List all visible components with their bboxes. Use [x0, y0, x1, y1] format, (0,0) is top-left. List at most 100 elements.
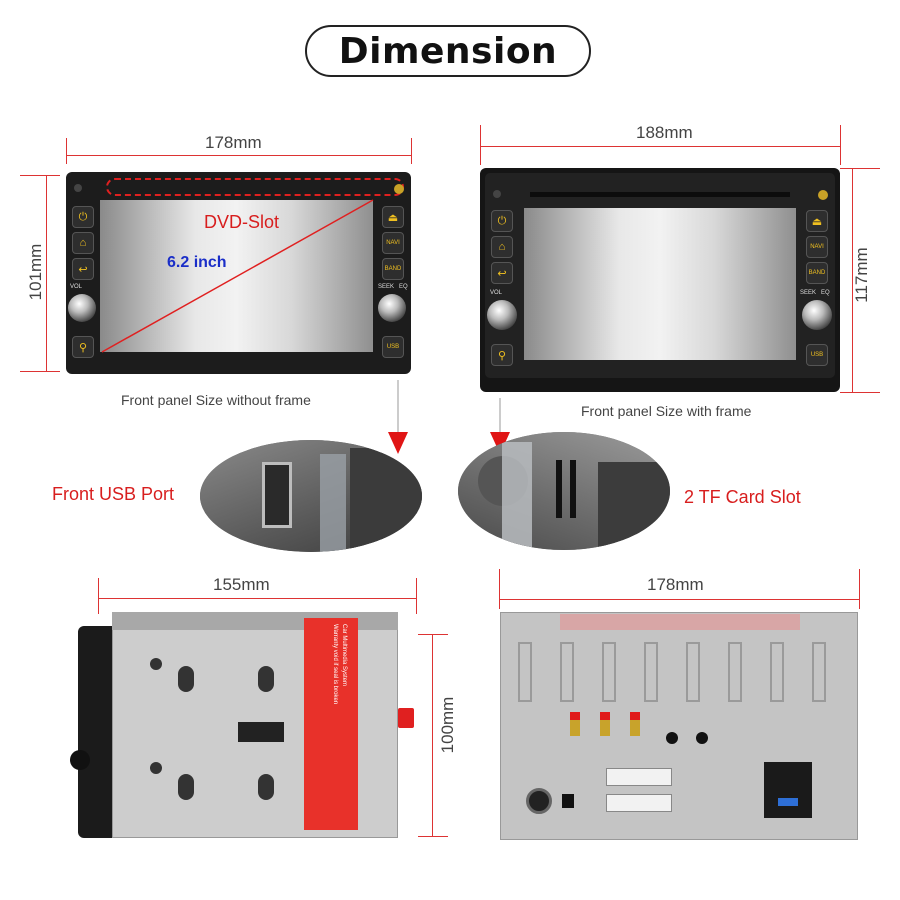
rca-connector-icon — [600, 712, 610, 736]
width-label-top-left: 178mm — [205, 133, 262, 152]
tf-card-slot-detail — [458, 432, 670, 550]
dvd-slot — [530, 192, 790, 197]
power-button[interactable]: ⏻ — [491, 210, 513, 232]
home-button[interactable]: ⌂ — [72, 232, 94, 254]
rear-view-unit — [500, 612, 858, 840]
mount-slot-icon — [178, 666, 194, 692]
panel-edge — [598, 462, 670, 550]
navi-button[interactable]: NAVI — [382, 232, 404, 254]
volume-knob[interactable] — [68, 294, 96, 322]
rear-vent-icon — [812, 642, 826, 702]
navi-button[interactable]: NAVI — [806, 236, 828, 258]
dvd-slot-label: DVD-Slot — [204, 212, 280, 232]
diagonal-line — [101, 199, 374, 353]
height-label-bottom-left: 100mm — [438, 696, 457, 754]
mount-hole-icon — [150, 762, 162, 774]
width-tick-left — [499, 569, 500, 609]
band-button[interactable]: BAND — [382, 258, 404, 280]
width-tick-left — [480, 125, 481, 165]
front-usb-port-label: Front USB Port — [52, 484, 175, 504]
eject-hole-icon — [818, 190, 828, 200]
rear-vent-icon — [728, 642, 742, 702]
vol-label: VOL — [490, 290, 503, 296]
mic-icon — [493, 190, 501, 198]
screen — [524, 208, 796, 360]
seek-label: SEEK — [378, 284, 395, 290]
port-hole-icon — [696, 732, 708, 744]
rear-vent-icon — [644, 642, 658, 702]
usb-port-detail — [200, 440, 422, 552]
height-tick-top — [840, 168, 880, 169]
height-tick-bottom — [20, 371, 60, 372]
front-bezel — [78, 626, 114, 838]
mount-slot-icon — [258, 774, 274, 800]
tf-slot-2-icon — [570, 460, 576, 518]
height-tick-top — [20, 175, 60, 176]
width-label-bottom-right: 178mm — [647, 575, 704, 594]
eject-button[interactable]: ⏏ — [806, 210, 828, 232]
eq-label: EQ — [399, 284, 408, 290]
height-line-bottom-left — [432, 634, 433, 836]
red-bolt-icon — [398, 708, 414, 728]
width-tick-left — [66, 138, 67, 164]
eject-hole-icon — [394, 184, 404, 194]
width-line-top-left — [66, 155, 411, 156]
side-view-unit: Car Multimedia System Warranty void if s… — [70, 612, 418, 840]
width-tick-right — [840, 125, 841, 165]
rear-vent-icon — [602, 642, 616, 702]
top-strip — [560, 614, 800, 630]
mount-slot-icon — [258, 666, 274, 692]
tf-slot-1-icon — [556, 460, 562, 518]
port-hole-icon — [666, 732, 678, 744]
height-label-top-left: 101mm — [26, 243, 45, 301]
height-line-top-right — [852, 168, 853, 392]
mic-icon — [74, 184, 82, 192]
eq-label: EQ — [821, 290, 830, 296]
harness-connector-icon — [606, 794, 672, 812]
width-tick-right — [859, 569, 860, 609]
width-line-bottom-right — [499, 599, 859, 600]
rear-vent-icon — [686, 642, 700, 702]
home-button[interactable]: ⌂ — [491, 236, 513, 258]
height-tick-top — [418, 634, 448, 635]
rear-vent-icon — [560, 642, 574, 702]
page-title: Dimension — [305, 25, 591, 77]
height-tick-bottom — [840, 392, 880, 393]
mount-hole-icon — [150, 658, 162, 670]
blue-clip-icon — [778, 798, 798, 806]
sticker-line-1: Car Multimedia System — [341, 624, 347, 687]
rubber-cover — [320, 454, 346, 552]
height-line-top-left — [46, 175, 47, 371]
cover-flap — [350, 448, 422, 552]
height-label-top-right: 117mm — [852, 247, 871, 303]
side-vent — [238, 722, 284, 742]
power-button[interactable]: ⏻ — [72, 206, 94, 228]
width-label-bottom-left: 155mm — [213, 575, 270, 594]
seek-knob[interactable] — [378, 294, 406, 322]
rear-vent-icon — [518, 642, 532, 702]
seek-knob[interactable] — [802, 300, 832, 330]
eject-button[interactable]: ⏏ — [382, 206, 404, 228]
width-tick-right — [411, 138, 412, 164]
width-tick-right — [416, 578, 417, 614]
width-line-bottom-left — [98, 598, 416, 599]
rubber-cover — [502, 442, 532, 550]
width-label-top-right: 188mm — [636, 123, 693, 142]
usb-port-cover[interactable]: USB — [806, 344, 828, 366]
back-button[interactable]: ↩ — [491, 262, 513, 284]
vol-label: VOL — [70, 284, 83, 290]
screen-size-label: 6.2 inch — [167, 254, 227, 271]
band-button[interactable]: BAND — [806, 262, 828, 284]
harness-connector-icon — [606, 768, 672, 786]
usb-port-cover[interactable]: USB — [382, 336, 404, 358]
caption-with-frame: Front panel Size with frame — [581, 403, 752, 419]
usb-socket-icon — [262, 462, 292, 528]
gps-button[interactable]: ⚲ — [72, 336, 94, 358]
knob-icon — [70, 750, 90, 770]
volume-knob[interactable] — [487, 300, 517, 330]
height-tick-bottom — [418, 836, 448, 837]
gps-button[interactable]: ⚲ — [491, 344, 513, 366]
back-button[interactable]: ↩ — [72, 258, 94, 280]
seek-label: SEEK — [800, 290, 817, 296]
rear-vent-icon — [770, 642, 784, 702]
